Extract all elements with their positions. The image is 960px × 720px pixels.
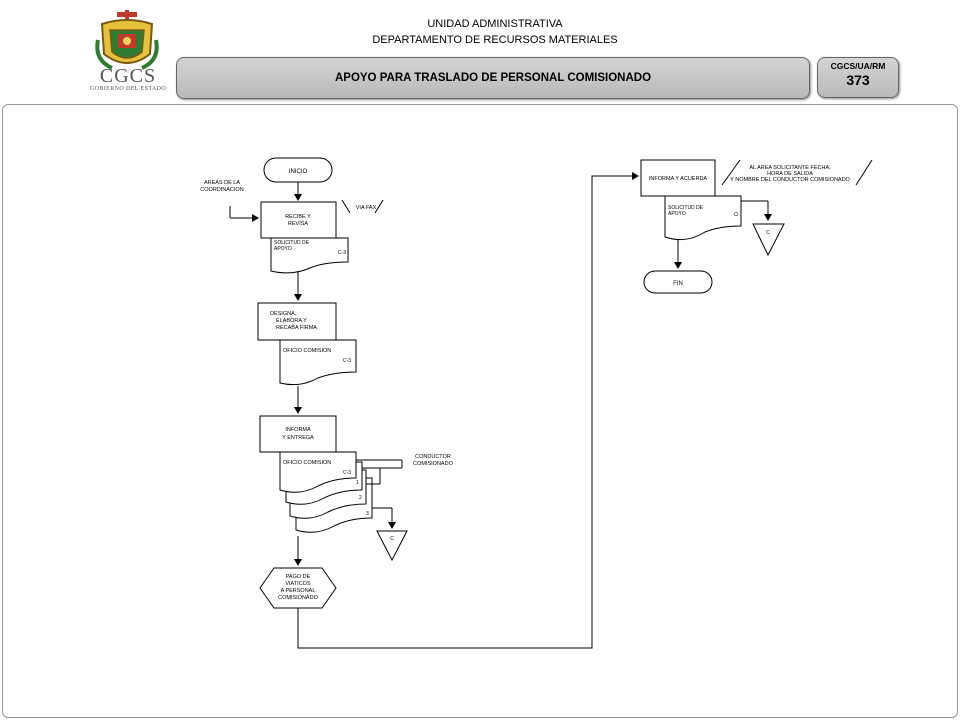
archive-triangle-2 <box>752 223 785 257</box>
note-line-2: HORA DE SALIDA <box>767 171 813 177</box>
procedure-code: CGCS/UA/RM <box>830 61 886 71</box>
process-recibe-revisa <box>260 201 337 239</box>
recibe-label-2: REVISA <box>288 221 309 227</box>
via-fax-label: VIA FAX <box>356 205 377 211</box>
diagram-frame <box>2 104 958 718</box>
pago-label-2: VIATICOS <box>285 581 311 587</box>
doc4-label-2: APOYO <box>668 211 686 217</box>
doc1-code: C-3 <box>338 250 346 256</box>
document-oficio-comision-1 <box>279 339 357 386</box>
logo-acronym: CGCS <box>99 65 157 87</box>
archive2-label: C <box>766 230 770 236</box>
doc4-label-1: SOLICITUD DE <box>668 205 704 211</box>
end-terminal <box>643 270 713 294</box>
informa-acuerda-label: INFORMA Y ACUERDA <box>649 176 708 182</box>
doc2-label: OFICIO COMISION <box>283 348 331 354</box>
fax-slash-right <box>374 199 384 214</box>
pago-label-4: COMISIONADO <box>278 595 318 601</box>
conductor-label-1: CONDUCTOR <box>415 454 451 460</box>
doc3-code: C-3 <box>343 470 351 476</box>
areas-label-2: COORDINACION <box>200 187 243 193</box>
end-label: FIN <box>673 281 683 287</box>
unit-label: UNIDAD ADMINISTRATIVA <box>427 18 563 30</box>
process-informa-entrega <box>259 415 337 453</box>
procedure-title: APOYO PARA TRASLADO DE PERSONAL COMISION… <box>334 72 652 84</box>
department-label: DEPARTAMENTO DE RECURSOS MATERIALES <box>372 34 618 46</box>
doc1-label-2: APOYO <box>274 246 292 252</box>
archive-triangle-1 <box>376 530 408 562</box>
pago-label-3: A PERSONAL <box>281 588 316 594</box>
designa-label-3: RECABA FIRMA <box>276 325 317 331</box>
copy-number-2: 2 <box>359 495 362 501</box>
archive1-label: C <box>390 536 394 542</box>
areas-label-1: AREAS DE LA <box>204 180 240 186</box>
designa-label-2: ELABORA Y <box>276 318 307 324</box>
note-line-3: Y NOMBRE DEL CONDUCTOR COMISIONADO <box>730 177 850 183</box>
document-solicitud-apoyo-2 <box>664 195 742 241</box>
doc2-code: C-3 <box>343 358 351 364</box>
copy-number-3: 3 <box>366 511 369 517</box>
process-informa-acuerda <box>640 159 716 197</box>
note-slash-left <box>721 159 741 186</box>
recibe-label-1: RECIBE Y <box>285 214 311 220</box>
copy-number-1: 1 <box>356 480 359 486</box>
document-solicitud-apoyo <box>270 237 349 274</box>
note-slash-right <box>855 159 873 186</box>
start-label: INICIO <box>289 169 308 175</box>
note-line-1: AL AREA SOLICITANTE FECHA, <box>749 165 831 171</box>
informa-label-1: INFORMA <box>285 427 311 433</box>
pago-label-1: PAGO DE <box>286 574 311 580</box>
doc4-code: O <box>734 212 738 218</box>
process-pago-viaticos <box>259 567 337 609</box>
doc3-label: OFICIO COMISION <box>283 460 331 466</box>
doc1-label-1: SOLICITUD DE <box>274 240 310 246</box>
coat-of-arms-logo <box>95 10 159 70</box>
logo-text: CGCS GOBIERNO DEL ESTADO <box>86 66 170 92</box>
conductor-label-2: COMISIONADO <box>413 461 453 467</box>
connector-pago-informa-acuerda <box>297 172 639 649</box>
procedure-number: 373 <box>846 72 870 88</box>
procedure-title-banner: APOYO PARA TRASLADO DE PERSONAL COMISION… <box>176 57 810 99</box>
logo-subtitle: GOBIERNO DEL ESTADO <box>89 86 167 92</box>
designa-label-1: DESIGNA, <box>270 311 297 317</box>
informa-label-2: Y ENTREGA <box>282 435 314 441</box>
fax-slash-left <box>341 199 351 214</box>
document-oficio-comision-2 <box>279 451 357 493</box>
procedure-code-box: CGCS/UA/RM 373 <box>817 57 899 98</box>
